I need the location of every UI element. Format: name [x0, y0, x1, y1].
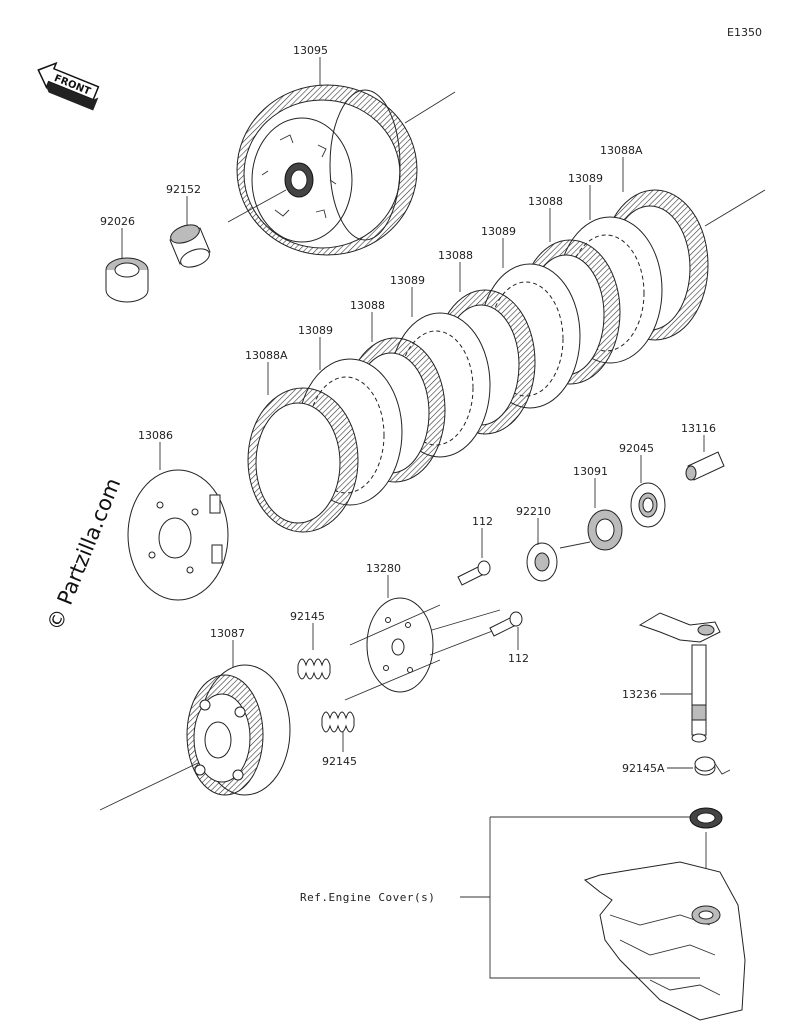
pressure-plate-13086: [127, 469, 229, 601]
label-92026: 92026: [100, 215, 135, 228]
label-13087: 13087: [210, 627, 245, 640]
label-92145A: 92145A: [622, 762, 665, 775]
label-92145-bottom: 92145: [322, 755, 357, 768]
label-13089-d: 13089: [298, 324, 333, 337]
spring-92145-top: [297, 658, 331, 680]
label-13280: 13280: [366, 562, 401, 575]
spring-92145-bottom: [321, 711, 355, 733]
label-13089-b: 13089: [481, 225, 516, 238]
holder-13091: [559, 509, 623, 551]
sleeve-92152: [169, 224, 211, 268]
label-92145-top: 92145: [290, 610, 325, 623]
reference-note: Ref.Engine Cover(s): [300, 891, 435, 904]
label-13095: 13095: [293, 44, 328, 57]
label-13088A-top: 13088A: [600, 144, 643, 157]
release-shaft-13236: [638, 612, 721, 743]
label-112-top: 112: [472, 515, 493, 528]
label-13088-b: 13088: [438, 249, 473, 262]
label-92210: 92210: [516, 505, 551, 518]
pusher-13116: [685, 451, 725, 481]
front-arrow-icon: FRONT: [37, 61, 100, 111]
spring-92145A: [694, 756, 731, 776]
label-13116: 13116: [681, 422, 716, 435]
nut-92210: [526, 542, 558, 582]
label-112-bottom: 112: [508, 652, 529, 665]
watermark: © Partzilla.com: [42, 475, 125, 634]
label-13088-c: 13088: [350, 299, 385, 312]
label-13091: 13091: [573, 465, 608, 478]
clutch-hub-13087: [186, 664, 291, 796]
bearing-92045: [630, 482, 666, 528]
engine-cover-reference: [489, 807, 746, 1021]
label-13089-c: 13089: [390, 274, 425, 287]
collar-92026: [105, 257, 149, 303]
label-13088-a: 13088: [528, 195, 563, 208]
bolt-112-bottom: [489, 611, 523, 637]
diagram-code: E1350: [727, 26, 762, 39]
label-13088A-bottom: 13088A: [245, 349, 288, 362]
label-92152: 92152: [166, 183, 201, 196]
lifter-plate-13280: [344, 597, 501, 701]
label-92045: 92045: [619, 442, 654, 455]
clutch-housing-13095: [227, 84, 456, 256]
label-13089-a: 13089: [568, 172, 603, 185]
label-13236: 13236: [622, 688, 657, 701]
label-13086: 13086: [138, 429, 173, 442]
clutch-plate-stack: [247, 189, 709, 533]
bolt-112-top: [457, 560, 491, 586]
